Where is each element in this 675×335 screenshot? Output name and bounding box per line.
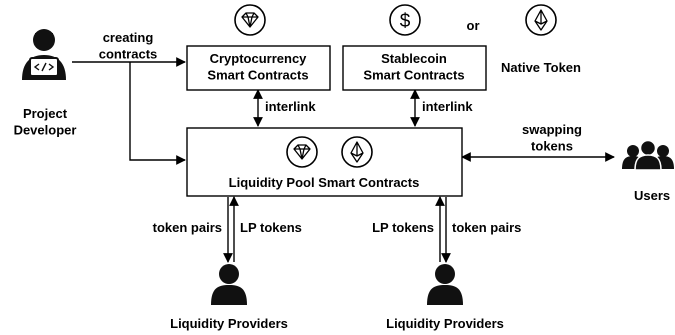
liquidity-pool-label: Liquidity Pool Smart Contracts [229,175,420,190]
users-label: Users [634,188,670,203]
developer-laptop-icon [22,29,66,80]
users-group-icon [622,139,674,171]
pool-ethereum-coin-icon [341,136,373,168]
liquidity-providers-left-label: Liquidity Providers [170,316,288,331]
liquidity-providers-right-label: Liquidity Providers [386,316,504,331]
interlink-right-label: interlink [422,99,473,114]
gem-coin-icon [234,4,266,36]
lp-tokens-left-label: LP tokens [240,220,302,235]
token-pairs-left-label: token pairs [153,220,222,235]
native-token-label: Native Token [501,60,581,75]
liquidity-pool-box [186,127,463,197]
svg-text:$: $ [400,11,411,32]
crypto-contracts-box [186,45,331,91]
ethereum-coin-icon [525,4,557,36]
developer-to-pool-arrow [129,62,186,165]
interlink-left-label: interlink [265,99,316,114]
or-label: or [467,18,480,33]
dollar-coin-icon: $ [389,4,421,36]
token-pairs-right-label: token pairs [452,220,521,235]
provider-right-person-icon [427,264,463,305]
connectors [72,57,615,263]
lp-tokens-right-label: LP tokens [372,220,434,235]
pool-gem-coin-icon [286,136,318,168]
provider-left-person-icon [211,264,247,305]
stable-contracts-box [342,45,487,91]
